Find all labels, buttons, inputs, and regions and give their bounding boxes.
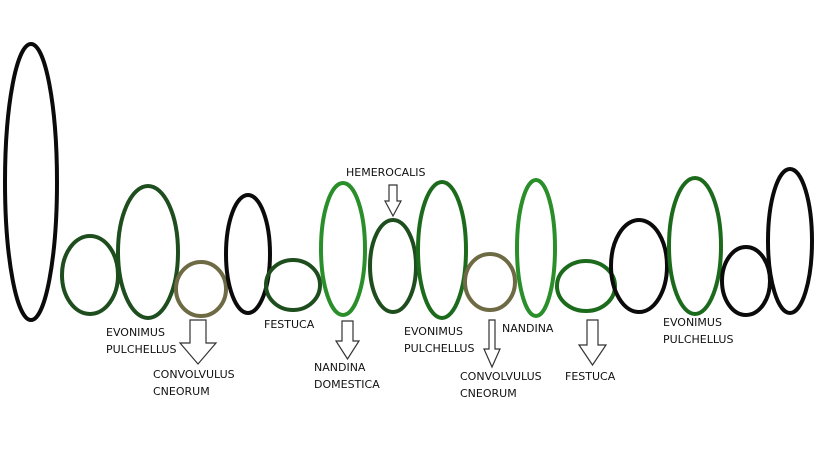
convolvulus-arrow-1: [178, 319, 218, 365]
label-convolvulus-1: CONVOLVULUS CNEORUM: [153, 366, 235, 400]
black-shrub-oval-3: [609, 218, 669, 314]
festuca-oval-1: [264, 258, 322, 312]
label-convolvulus-2-line2: CNEORUM: [460, 387, 517, 400]
label-nandina-domestica-line2: DOMESTICA: [314, 378, 380, 391]
dark-green-shrub-oval: [60, 234, 120, 316]
evonimus-pulchellus-oval-1: [116, 184, 180, 320]
label-evonimus-2: EVONIMUS PULCHELLUS: [404, 323, 474, 357]
label-festuca-1-text: FESTUCA: [264, 318, 315, 331]
festuca-arrow: [577, 319, 608, 367]
evonimus-pulchellus-oval-2: [416, 180, 468, 320]
label-evonimus-3-line1: EVONIMUS: [663, 316, 722, 329]
convolvulus-cneorum-oval-2: [463, 252, 517, 312]
label-convolvulus-1-line2: CNEORUM: [153, 385, 210, 398]
label-hemerocalis-text: HEMEROCALIS: [346, 166, 426, 179]
convolvulus-cneorum-oval-1: [174, 260, 228, 318]
label-evonimus-1-line1: EVONIMUS: [106, 326, 165, 339]
label-evonimus-1-line2: PULCHELLUS: [106, 343, 177, 356]
label-festuca-1: FESTUCA: [264, 316, 314, 333]
label-festuca-2: FESTUCA: [565, 368, 615, 385]
black-shrub-oval-4: [720, 245, 772, 317]
black-shrub-oval-5: [766, 167, 814, 315]
label-evonimus-2-line2: PULCHELLUS: [404, 342, 475, 355]
label-evonimus-3-line2: PULCHELLUS: [663, 333, 734, 346]
label-convolvulus-2-line1: CONVOLVULUS: [460, 370, 542, 383]
label-evonimus-1: EVONIMUS PULCHELLUS: [106, 324, 176, 358]
black-shrub-oval-2: [224, 193, 272, 315]
label-evonimus-3: EVONIMUS PULCHELLUS: [663, 314, 733, 348]
label-nandina-domestica: NANDINA DOMESTICA: [314, 359, 380, 393]
label-festuca-2-text: FESTUCA: [565, 370, 616, 383]
label-hemerocalis: HEMEROCALIS: [346, 164, 426, 181]
tall-black-shrub-oval: [3, 42, 59, 322]
hemerocalis-oval: [368, 218, 418, 314]
nandina-oval: [515, 178, 557, 318]
nandina-domestica-arrow: [334, 320, 361, 361]
label-evonimus-2-line1: EVONIMUS: [404, 325, 463, 338]
label-nandina-text: NANDINA: [502, 322, 554, 335]
label-nandina-domestica-line1: NANDINA: [314, 361, 366, 374]
label-convolvulus-1-line1: CONVOLVULUS: [153, 368, 235, 381]
evonimus-pulchellus-oval-3: [667, 176, 723, 316]
label-nandina: NANDINA: [502, 320, 553, 337]
nandina-domestica-oval: [319, 181, 367, 317]
label-convolvulus-2: CONVOLVULUS CNEORUM: [460, 368, 542, 402]
hemerocalis-arrow: [384, 184, 402, 218]
convolvulus-arrow-2: [483, 319, 501, 369]
festuca-oval-2: [555, 259, 617, 313]
